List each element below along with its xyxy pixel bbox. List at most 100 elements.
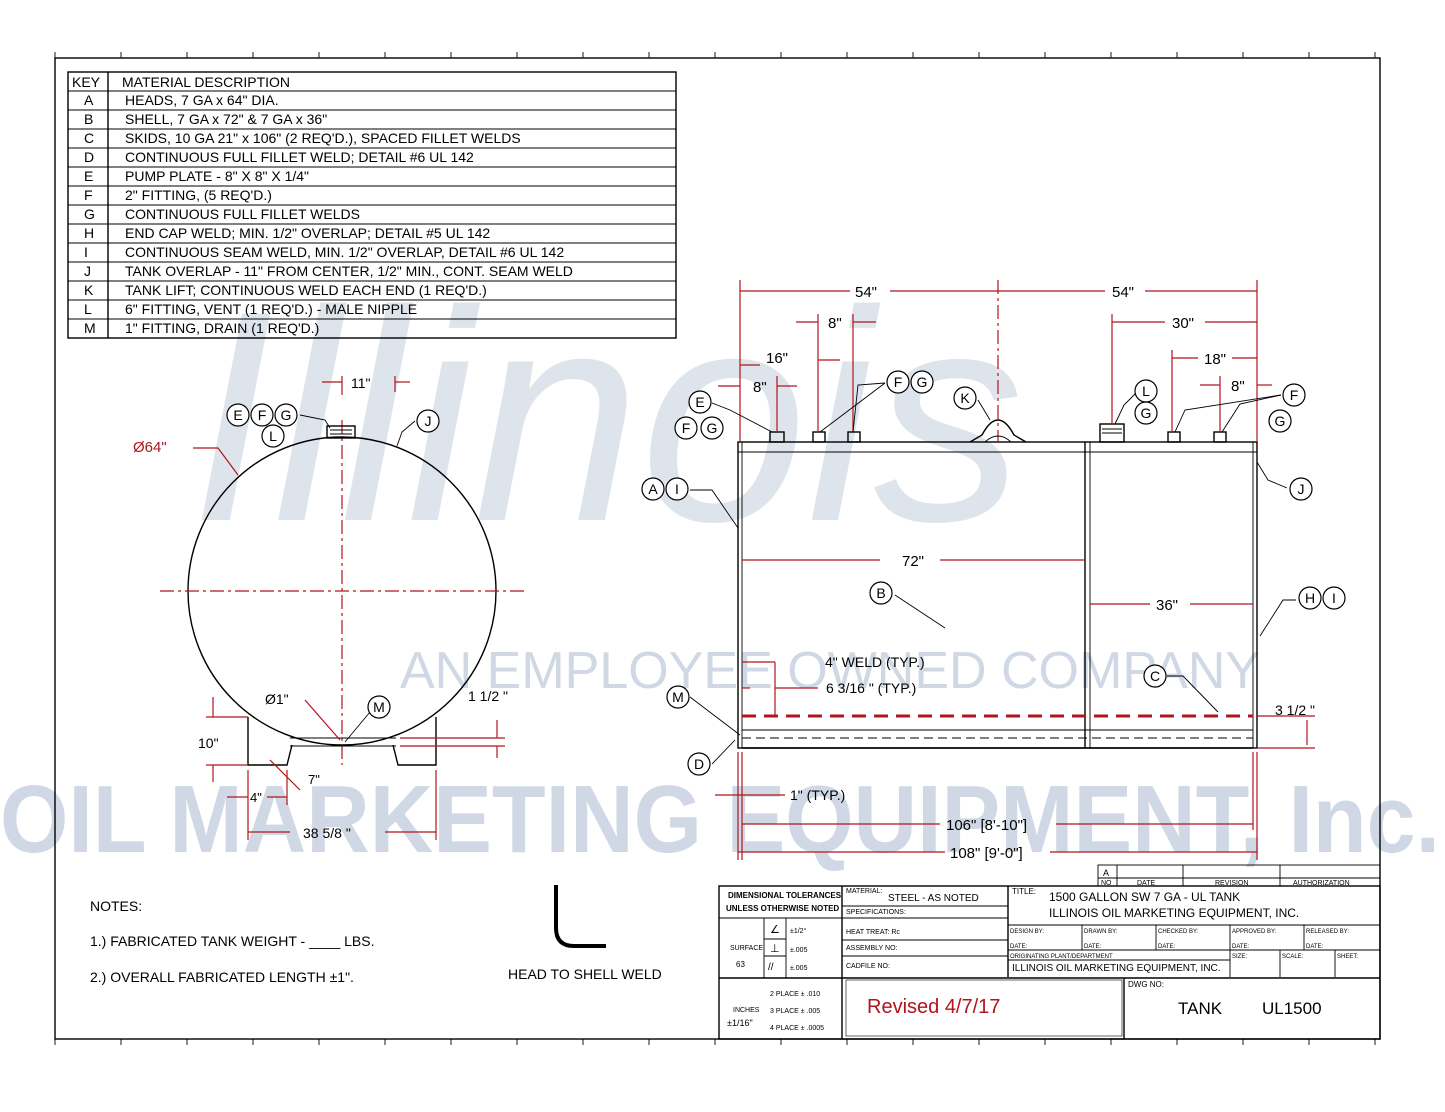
callout-bubble: D	[687, 752, 711, 776]
drawing-title-1: 1500 GALLON SW 7 GA - UL TANK	[1049, 890, 1240, 904]
svg-text:RELEASED BY:: RELEASED BY:	[1306, 929, 1349, 935]
end-view: 11" Ø64" Ø1" 1 1/2 " 10" 4" 7"	[133, 375, 525, 841]
callout-letter: K	[960, 390, 970, 406]
svg-text:±.005: ±.005	[790, 965, 808, 972]
callout-letter: G	[281, 407, 292, 423]
key-table-desc: 1" FITTING, DRAIN (1 REQ'D.)	[125, 320, 319, 336]
svg-text:SCALE:: SCALE:	[1282, 954, 1304, 960]
key-table-key: H	[84, 225, 94, 241]
callout-letter: G	[707, 420, 718, 436]
key-table-desc: CONTINUOUS FULL FILLET WELD; DETAIL #6 U…	[125, 149, 474, 165]
key-header: KEY	[72, 74, 101, 90]
svg-text:SPECIFICATIONS:: SPECIFICATIONS:	[846, 909, 906, 916]
svg-text:CHECKED BY:: CHECKED BY:	[1158, 929, 1199, 935]
border-ticks	[54, 52, 1376, 1045]
svg-text:NO: NO	[1101, 880, 1112, 887]
callout-bubble: F	[674, 416, 698, 440]
dim-11: 11"	[351, 375, 371, 391]
key-table-desc: HEADS, 7 GA x 64" DIA.	[125, 92, 279, 108]
callout-letter: A	[648, 481, 658, 497]
dwg-no-1: TANK	[1178, 999, 1223, 1018]
key-table-key: F	[84, 187, 93, 203]
svg-text://: //	[768, 962, 774, 973]
callout-letter: L	[1142, 383, 1150, 399]
key-table-desc: CONTINUOUS FULL FILLET WELDS	[125, 206, 360, 222]
dim-4: 4"	[250, 790, 262, 805]
note-1: 1.) FABRICATED TANK WEIGHT - ____ LBS.	[90, 933, 374, 949]
dim-54-right: 54"	[1112, 284, 1134, 301]
dim-weld: 4" WELD (TYP.)	[825, 654, 925, 670]
callout-letter: G	[1141, 405, 1152, 421]
svg-text:DESIGN BY:: DESIGN BY:	[1010, 929, 1044, 935]
dim-weld-space: 6 3/16 " (TYP.)	[826, 680, 916, 696]
svg-text:2 PLACE ± .010: 2 PLACE ± .010	[770, 991, 820, 998]
callout-letter: E	[233, 407, 242, 423]
callout-letter: F	[894, 374, 903, 390]
callout-bubble: L	[261, 424, 285, 448]
callout-bubble: J	[416, 409, 440, 433]
callout-letter: G	[1275, 413, 1286, 429]
key-table-key: B	[84, 111, 93, 127]
callout-letter: I	[1332, 590, 1336, 606]
svg-text:DWG NO:: DWG NO:	[1128, 980, 1164, 989]
callout-letter: B	[876, 585, 885, 601]
svg-text:SURFACE: SURFACE	[730, 945, 763, 952]
svg-text:INCHES: INCHES	[733, 1007, 760, 1014]
dim-dia64: Ø64"	[133, 439, 167, 456]
dim-54-left: 54"	[855, 284, 877, 301]
callout-bubble: G	[1268, 409, 1292, 433]
key-table-desc: 2" FITTING, (5 REQ'D.)	[125, 187, 272, 203]
svg-text:DIMENSIONAL TOLERANCES: DIMENSIONAL TOLERANCES	[728, 891, 842, 900]
callout-bubble: F	[1282, 383, 1306, 407]
key-table-key: L	[84, 301, 92, 317]
dim-8-pump: 8"	[753, 379, 767, 396]
desc-header: MATERIAL DESCRIPTION	[122, 74, 290, 90]
callout-letter: J	[1298, 481, 1305, 497]
dim-10: 10"	[198, 735, 219, 751]
key-table-desc: END CAP WELD; MIN. 1/2" OVERLAP; DETAIL …	[125, 225, 490, 241]
svg-text:4 PLACE ± .0005: 4 PLACE ± .0005	[770, 1025, 824, 1032]
dim-36: 36"	[1156, 597, 1178, 614]
key-table-desc: 6" FITTING, VENT (1 REQ'D.) - MALE NIPPL…	[125, 301, 417, 317]
callout-bubble: E	[688, 390, 712, 414]
callout-bubble: I	[665, 477, 689, 501]
svg-text:DATE:: DATE:	[1010, 944, 1028, 950]
svg-text:ORIGINATING PLANT/DEPARTMENT: ORIGINATING PLANT/DEPARTMENT	[1010, 954, 1113, 960]
callout-bubble: C	[1143, 664, 1167, 688]
notes: NOTES: 1.) FABRICATED TANK WEIGHT - ____…	[90, 898, 374, 985]
notes-title: NOTES:	[90, 898, 142, 914]
svg-text:TITLE:: TITLE:	[1012, 887, 1036, 896]
callout-bubble: J	[1289, 477, 1313, 501]
callout-letter: F	[1290, 387, 1299, 403]
watermark: Illinois AN EMPLOYEE OWNED COMPANY OIL M…	[0, 248, 1440, 873]
callout-bubble: A	[641, 477, 665, 501]
callout-letter: I	[675, 481, 679, 497]
svg-text:DATE:: DATE:	[1306, 944, 1324, 950]
callout-letter: J	[425, 413, 432, 429]
svg-text:DRAWN BY:: DRAWN BY:	[1084, 929, 1118, 935]
callout-bubble: L	[1134, 379, 1158, 403]
callout-letter: F	[682, 420, 691, 436]
key-table-key: I	[84, 244, 88, 260]
note-2: 2.) OVERALL FABRICATED LENGTH ±1".	[90, 969, 354, 985]
svg-text:HEAT TREAT: Rc: HEAT TREAT: Rc	[846, 929, 900, 936]
svg-text:ILLINOIS OIL MARKETING EQUIPME: ILLINOIS OIL MARKETING EQUIPMENT, INC.	[1012, 963, 1221, 974]
callout-letter: E	[695, 394, 704, 410]
key-table-key: K	[84, 282, 94, 298]
callout-bubble: H	[1298, 586, 1322, 610]
title-block: A NO DATE REVISION AUTHORIZATION DIMENSI…	[718, 864, 1381, 1040]
dim-dia1: Ø1"	[265, 691, 289, 707]
svg-text:UNLESS OTHERWISE NOTED: UNLESS OTHERWISE NOTED	[726, 904, 839, 913]
callout-bubble: G	[1134, 401, 1158, 425]
callout-letter: M	[373, 699, 385, 715]
dim-72: 72"	[902, 553, 924, 570]
callout-bubble: G	[700, 416, 724, 440]
key-table-desc: SKIDS, 10 GA 21" x 106" (2 REQ'D.), SPAC…	[125, 130, 521, 146]
watermark-script: Illinois	[190, 248, 1024, 584]
svg-text:SIZE:: SIZE:	[1232, 954, 1247, 960]
side-view: 54" 54" 8" 16" 8" 30" 18" 8"	[689, 280, 1315, 862]
svg-text:±1/2°: ±1/2°	[790, 927, 807, 935]
callout-bubble: M	[666, 685, 690, 709]
key-table-desc: TANK LIFT; CONTINUOUS WELD EACH END (1 R…	[125, 282, 487, 298]
callout-bubble: F	[250, 403, 274, 427]
